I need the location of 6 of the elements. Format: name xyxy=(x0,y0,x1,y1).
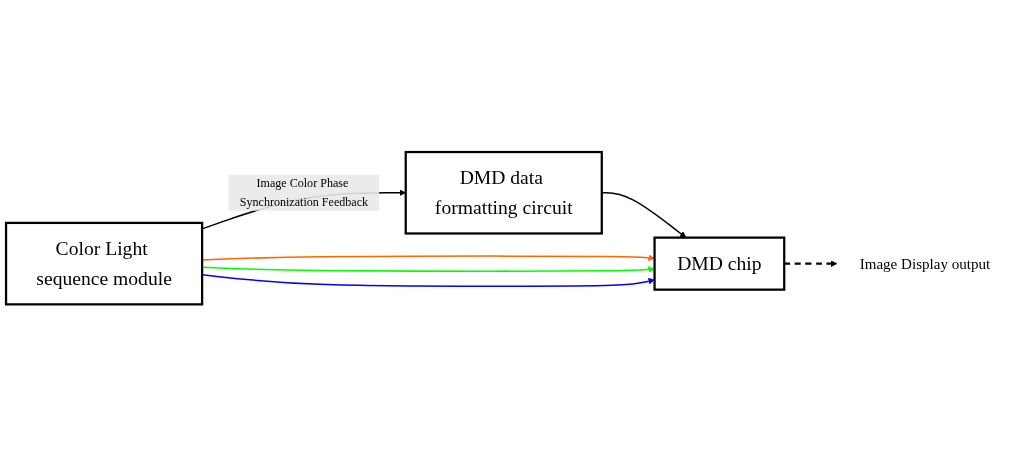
node-box: DMD data formatting circuit xyxy=(404,151,603,235)
node-box: Color Light sequence module xyxy=(4,222,204,306)
arrow xyxy=(784,260,838,268)
edge-label: Image Color Phase Synchronization Feedback xyxy=(239,177,369,209)
node-text: Image Display output xyxy=(859,255,991,273)
node-box: DMD chip xyxy=(653,236,786,292)
